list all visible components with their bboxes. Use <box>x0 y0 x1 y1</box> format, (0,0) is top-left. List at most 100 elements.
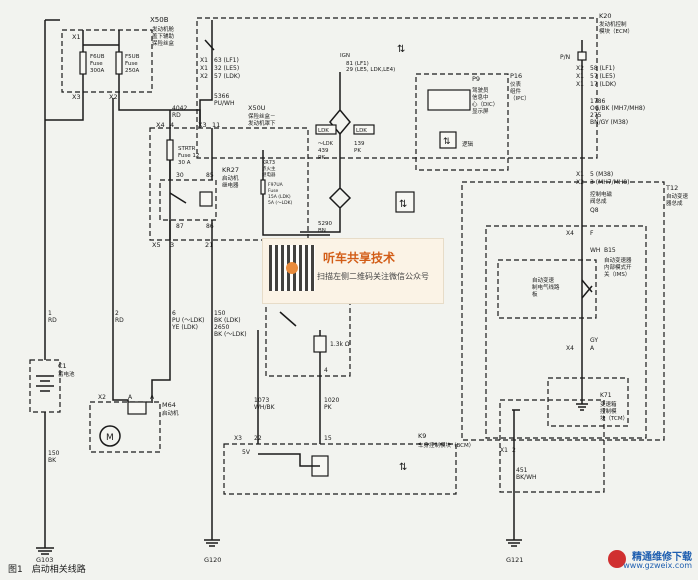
k71-desc-3: 块（TCM） <box>600 414 628 422</box>
relay-pin-87: 87 <box>176 223 184 230</box>
k9-pin-15: 15 <box>324 435 332 442</box>
kr27-label: KR27 <box>222 166 239 174</box>
wire-5290-color: BN <box>318 228 326 234</box>
wire-5290-num: 5290 <box>318 221 332 227</box>
battery-c1: C1 蓄电池 150 BK G103 <box>29 359 75 564</box>
p9-desc-1: 驾驶员 <box>472 86 489 94</box>
motor-symbol: M <box>106 433 114 443</box>
x50u-pin-x3: X3 <box>198 121 207 129</box>
wire-1073-num: 1073 <box>254 397 269 404</box>
b15-detail-3: 板 <box>532 290 538 298</box>
k9-pin-x3: X3 <box>234 435 242 442</box>
k20-desc-1: 发动机控制 <box>599 20 627 28</box>
pin-29: 29 (LE5, LDK,LE4) <box>346 67 395 73</box>
wire-150a-color: BK (LDK) <box>214 317 241 324</box>
t12-desc-2: 器总成 <box>666 199 683 207</box>
wire-451-color: BK/WH <box>516 474 537 481</box>
wire-5366-color: PU/WH <box>214 100 234 107</box>
f5ub-3: 250A <box>125 68 139 74</box>
x50u-pin-3: 3 <box>170 241 174 249</box>
x50u-desc-1: 保险丝盒－ <box>248 112 276 120</box>
x50u-label: X50U <box>248 104 266 112</box>
wire-451-num: 451 <box>516 467 528 474</box>
m64-desc: 启动机 <box>162 409 179 417</box>
wire-4042-color: RD <box>172 112 181 119</box>
wire-2650-color: BK (～LDK) <box>214 331 247 338</box>
wire-2-num: 2 <box>115 310 119 317</box>
pn-label: P/N <box>560 54 570 61</box>
figure-caption: 图1 启动相关线路 <box>8 565 86 575</box>
pin-f-q8: F <box>590 230 594 237</box>
kr27-desc-2: 继电器 <box>222 181 239 189</box>
ecm-k20-boundary <box>196 17 598 159</box>
p9-desc-3: 心（DIC） <box>472 101 498 108</box>
ldk-box: LDK <box>318 128 329 134</box>
ground-g120: G120 <box>204 556 221 564</box>
watermark-url: www.gzweix.com <box>623 561 692 570</box>
pin-4-switch: 4 <box>324 367 328 374</box>
p16-desc-2: 组件 <box>510 87 522 95</box>
x50b-desc-3: 保险丝盒 <box>152 39 175 47</box>
kr27-desc-1: 启动机 <box>222 174 239 182</box>
pin-x2-ecm: X2 <box>200 73 208 80</box>
banner-subtitle: 扫描左侧二维码关注微信公众号 <box>317 272 429 281</box>
pin-x1-top: X1 <box>72 33 81 41</box>
ground-g121: G121 <box>506 556 523 564</box>
pin-x4-q8: X4 <box>566 230 574 237</box>
k9-label: K9 <box>418 432 426 440</box>
strtr-1: STRTR <box>178 146 196 152</box>
x50u-pin-x4: X4 <box>156 121 165 129</box>
k71-desc-1: 变速箱 <box>600 400 617 408</box>
wire-2-color: RD <box>115 317 124 324</box>
resistor <box>313 335 327 353</box>
q8-label: Q8 <box>590 207 599 214</box>
b15-label: B15 <box>604 247 616 254</box>
wire-139-num: 139 <box>354 141 365 147</box>
k9-5v: 5V <box>242 449 251 456</box>
pin-x4-b15: X4 <box>566 345 574 352</box>
p9-label: P9 <box>472 75 480 83</box>
x50u-desc-2: 发动机罩下 <box>248 119 276 127</box>
wh-label: WH <box>590 247 600 254</box>
banner-title: 听车共享技术 <box>323 251 396 265</box>
bcm-k9: K9 车身控制模块（BCM） X3 22 15 5V ⇅ <box>223 330 474 495</box>
x50b-outline <box>61 29 153 93</box>
f6ub-1: F6UB <box>90 54 105 60</box>
c1-desc: 蓄电池 <box>58 370 75 378</box>
wire-150-num: 150 <box>48 450 60 457</box>
t12-desc-1: 自动变速 <box>666 192 689 200</box>
comm-arrows: ⇅ <box>399 199 407 210</box>
wire-1786-num: 1786 <box>590 98 605 105</box>
x50u-pin-4: 4 <box>170 121 174 129</box>
q8-desc-2: 阀总成 <box>590 197 607 205</box>
pin-x1-t12: X1 <box>576 171 584 178</box>
x50u-pin-11: 11 <box>212 121 220 129</box>
wire-139-color: PK <box>354 148 361 154</box>
pin-x2-top: X2 <box>109 93 118 101</box>
x50b-label: X50B <box>150 16 169 24</box>
wire-6-num: 6 <box>172 310 176 317</box>
p9-logic: 逻辑 <box>462 140 474 148</box>
wire-150a-num: 150 <box>214 310 226 317</box>
switch-box <box>265 295 351 377</box>
k20-desc-2: 模块（ECM） <box>599 27 633 35</box>
pin-x1-k20b: X1 <box>576 81 584 88</box>
strtr-2: Fuse 12 <box>178 153 199 159</box>
pin-32: 32 (LE5) <box>214 65 239 72</box>
p9-arrows: ⇅ <box>443 137 451 147</box>
data-arrows: ⇅ <box>397 44 405 55</box>
wire-150-color: BK <box>48 457 57 464</box>
wire-1020-color: PK <box>324 404 333 411</box>
wire-4042-num: 4042 <box>172 105 187 112</box>
pin-x3-top: X3 <box>72 93 81 101</box>
tcm-connector-box <box>499 399 605 493</box>
f6ub-2: Fuse <box>90 61 103 67</box>
fuse-f5ub <box>115 51 123 75</box>
qr-code-icon <box>269 245 315 291</box>
strtr-3: 30 A <box>178 160 191 166</box>
p9-desc-4: 显示屏 <box>472 108 489 115</box>
wire-1-color: RD <box>48 317 57 324</box>
pin-63: 63 (LF1) <box>214 57 239 64</box>
relay-pin-30: 30 <box>176 172 184 179</box>
